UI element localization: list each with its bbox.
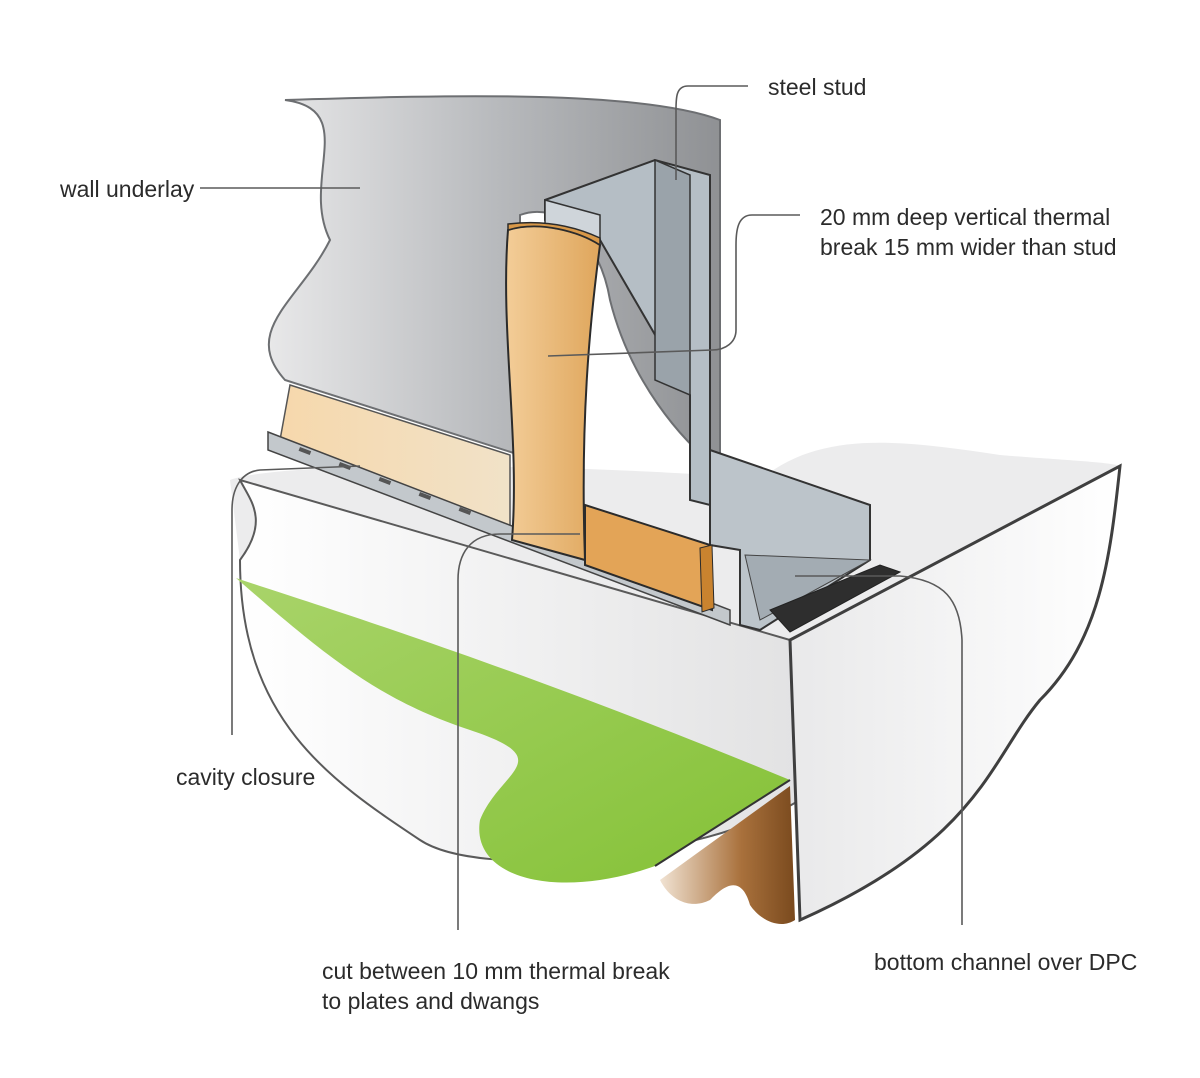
label-cut-between-line2: to plates and dwangs [322,988,540,1014]
label-cut-between-line1: cut between 10 mm thermal break [322,958,670,984]
concrete-slab-side [788,463,1122,923]
label-vertical-thermal-break-line1: 20 mm deep vertical thermal [820,204,1111,230]
soil-area [660,786,795,925]
vertical-thermal-break-top [507,221,601,247]
label-cut-between: cut between 10 mm thermal break to plate… [322,956,670,1016]
steel-stud-flange [654,158,691,397]
dwang-thermal-break-end [699,544,715,613]
leader-steel-stud [675,85,748,180]
label-vertical-thermal-break: 20 mm deep vertical thermal break 15 mm … [820,202,1117,262]
leader-bottom-channel [795,575,963,925]
bottom-channel-inner [744,554,872,621]
grass-area [236,578,790,883]
label-steel-stud: steel stud [768,74,867,100]
label-vertical-thermal-break-line2: break 15 mm wider than stud [820,234,1117,260]
label-wall-underlay: wall underlay [60,176,195,202]
grass-edge-line [654,779,791,867]
leader-lines [200,85,963,930]
dpc-strip [769,564,902,633]
leader-cut-between [457,533,580,930]
label-bottom-channel: bottom channel over DPC [874,949,1138,975]
leader-thermal-vert [547,214,800,357]
leader-cavity-closure [231,465,361,735]
dwang-thermal-break [584,503,714,612]
label-cavity-closure: cavity closure [176,764,316,790]
